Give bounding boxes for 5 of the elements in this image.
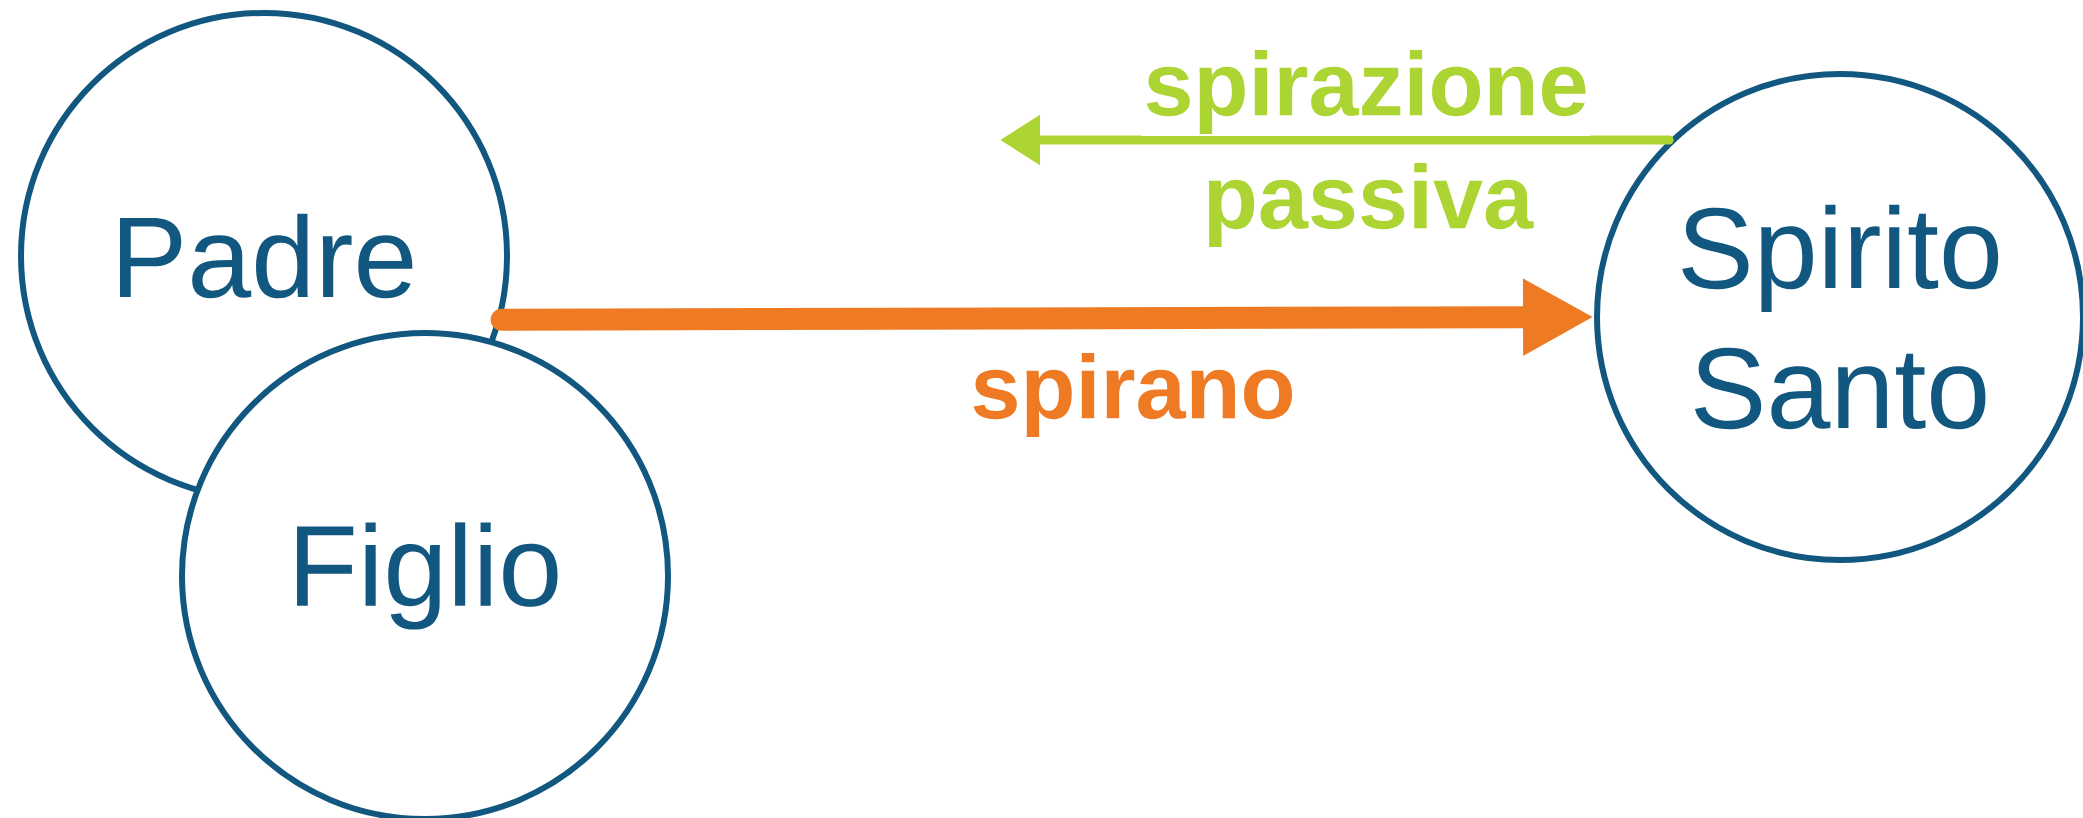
edge-label: spirazione (1141, 48, 1591, 136)
arrow-caption: passiva (1208, 163, 1534, 247)
circle-node: Figlio (179, 330, 671, 818)
edge-label: spirano (968, 351, 1298, 439)
node-label: Figlio (297, 522, 558, 630)
